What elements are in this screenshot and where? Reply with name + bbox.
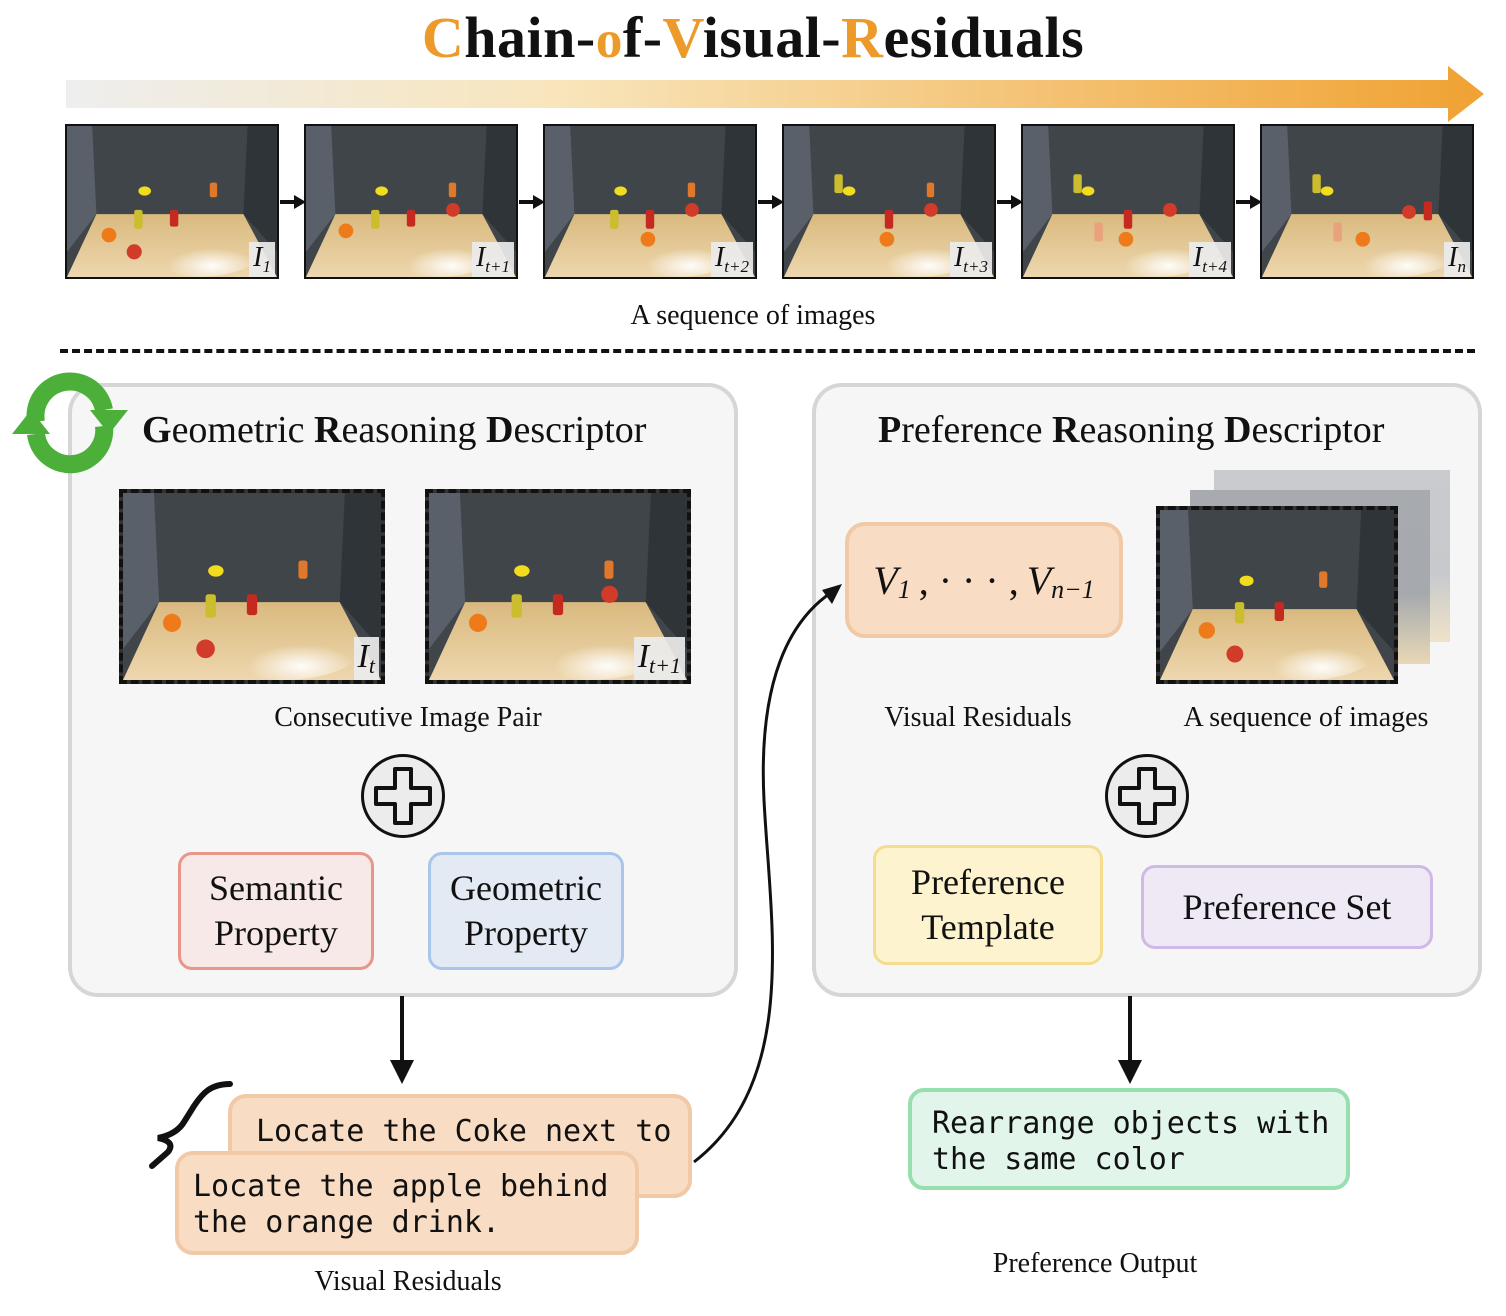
scene-image [1023,126,1233,277]
title-part-f: f- [622,5,663,70]
pair-index-label: It [353,637,379,680]
sequence-arrow [519,195,545,209]
visual-residuals-caption: Visual Residuals [314,1266,502,1297]
template-line-2: Template [921,907,1055,947]
refresh-cycle-icon [12,372,128,474]
combine-plus-icon [361,754,445,838]
scene-image [784,126,994,277]
title-part-isual: isual- [702,5,842,70]
title-letter-c: C [421,5,465,70]
down-arrow-preference [1118,996,1142,1084]
template-line-1: Preference [911,862,1065,902]
preference-output-caption: Preference Output [992,1248,1198,1279]
frame-index-label: In [1444,242,1470,277]
sequence-frame-3: It+2 [543,124,757,279]
frame-index-label: It+2 [710,242,753,277]
sequence-frame-6: In [1260,124,1474,279]
sequence-label: A sequence of images [1183,702,1429,733]
sequence-arrow [1236,195,1262,209]
section-divider [60,349,1475,353]
visual-residual-text-front: Locate the apple behind the orange drink… [175,1151,639,1255]
geometric-reasoning-panel [68,383,738,997]
scene-image [306,126,516,277]
title-part-esiduals: esiduals [883,5,1085,70]
sequence-arrow [758,195,784,209]
geometric-panel-title: Geometric Reasoning Descriptor [142,409,647,451]
frame-index-label: I1 [249,242,275,277]
combine-plus-icon [1105,754,1189,838]
geometric-line-2: Property [464,913,588,953]
visual-residuals-label: Visual Residuals [884,702,1072,733]
frame-index-label: It+1 [471,242,514,277]
curly-brace-icon [149,1081,233,1169]
title-letter-o: o [595,9,623,69]
title-letter-r: R [841,5,884,70]
chain-progress-arrow [66,66,1484,122]
down-arrow-geometric [390,996,414,1084]
scene-image [1160,510,1394,680]
frame-index-label: It+4 [1188,242,1231,277]
diagram-title: Chain-of-Visual-Residuals [0,4,1506,71]
scene-image [545,126,755,277]
geometric-line-1: Geometric [450,868,602,908]
pair-caption: Consecutive Image Pair [274,702,542,733]
sequence-caption: A sequence of images [630,300,876,331]
preference-set-box: Preference Set [1141,865,1433,949]
stacked-image-front [1156,506,1398,684]
preference-panel-title: Preference Reasoning Descriptor [878,409,1385,451]
scene-image [429,493,687,680]
title-letter-v: V [662,5,703,70]
pair-image-next: It+1 [425,489,691,684]
scene-image [67,126,277,277]
pair-image-current: It [119,489,385,684]
title-part-hain: hain- [464,5,596,70]
semantic-line-1: Semantic [209,868,343,908]
sequence-frame-5: It+4 [1021,124,1235,279]
sequence-arrow [280,195,306,209]
sequence-frame-2: It+1 [304,124,518,279]
scene-image [1262,126,1472,277]
pair-index-label: It+1 [633,637,685,680]
sequence-arrow [997,195,1023,209]
frame-index-label: It+3 [949,242,992,277]
sequence-frame-4: It+3 [782,124,996,279]
sequence-frame-1: I1 [65,124,279,279]
preference-output-text: Rearrange objects with the same color [908,1088,1350,1190]
scene-image [123,493,381,680]
semantic-line-2: Property [214,913,338,953]
